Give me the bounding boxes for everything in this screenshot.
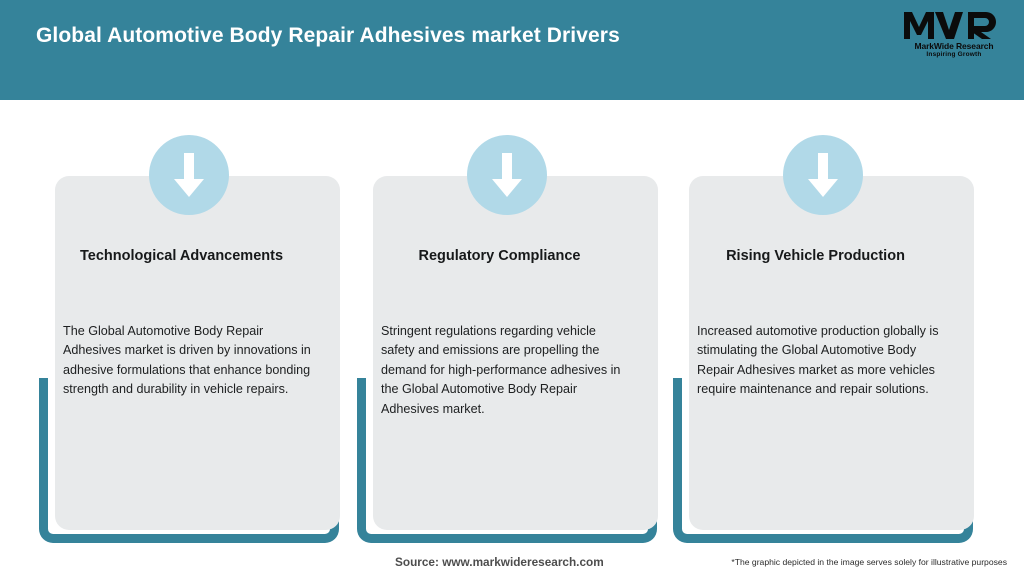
page-title: Global Automotive Body Repair Adhesives …	[36, 24, 620, 47]
footer-source-label: Source: www.markwideresearch.com	[395, 555, 604, 569]
driver-card-2[interactable]: Regulatory Compliance Stringent regulati…	[357, 100, 658, 543]
arrow-down-icon	[783, 135, 863, 215]
card-title: Regulatory Compliance	[418, 248, 581, 264]
driver-card-3[interactable]: Rising Vehicle Production Increased auto…	[673, 100, 974, 543]
driver-card-1[interactable]: Technological Advancements The Global Au…	[39, 100, 340, 543]
card-surface	[373, 176, 658, 530]
arrow-down-icon	[149, 135, 229, 215]
card-body-text: Stringent regulations regarding vehicle …	[381, 324, 621, 416]
card-body-text: The Global Automotive Body Repair Adhesi…	[63, 324, 311, 397]
mwr-monogram-icon	[902, 10, 1006, 40]
logo-company-name: MarkWide Research	[914, 41, 994, 51]
markwide-research-logo: MarkWide Research Inspiring Growth	[902, 10, 1006, 66]
footer-disclaimer-label: *The graphic depicted in the image serve…	[731, 557, 1007, 567]
card-title: Technological Advancements	[79, 248, 284, 264]
arrow-down-icon	[467, 135, 547, 215]
card-title: Rising Vehicle Production	[726, 248, 905, 264]
header-bar	[0, 0, 1024, 100]
card-body-text: Increased automotive production globally…	[697, 324, 939, 397]
driver-cards-container: Technological Advancements The Global Au…	[0, 100, 1024, 543]
footer: Source: www.markwideresearch.com *The gr…	[0, 548, 1024, 576]
card-surface	[55, 176, 340, 530]
card-surface	[689, 176, 974, 530]
logo-tagline: Inspiring Growth	[926, 51, 982, 58]
